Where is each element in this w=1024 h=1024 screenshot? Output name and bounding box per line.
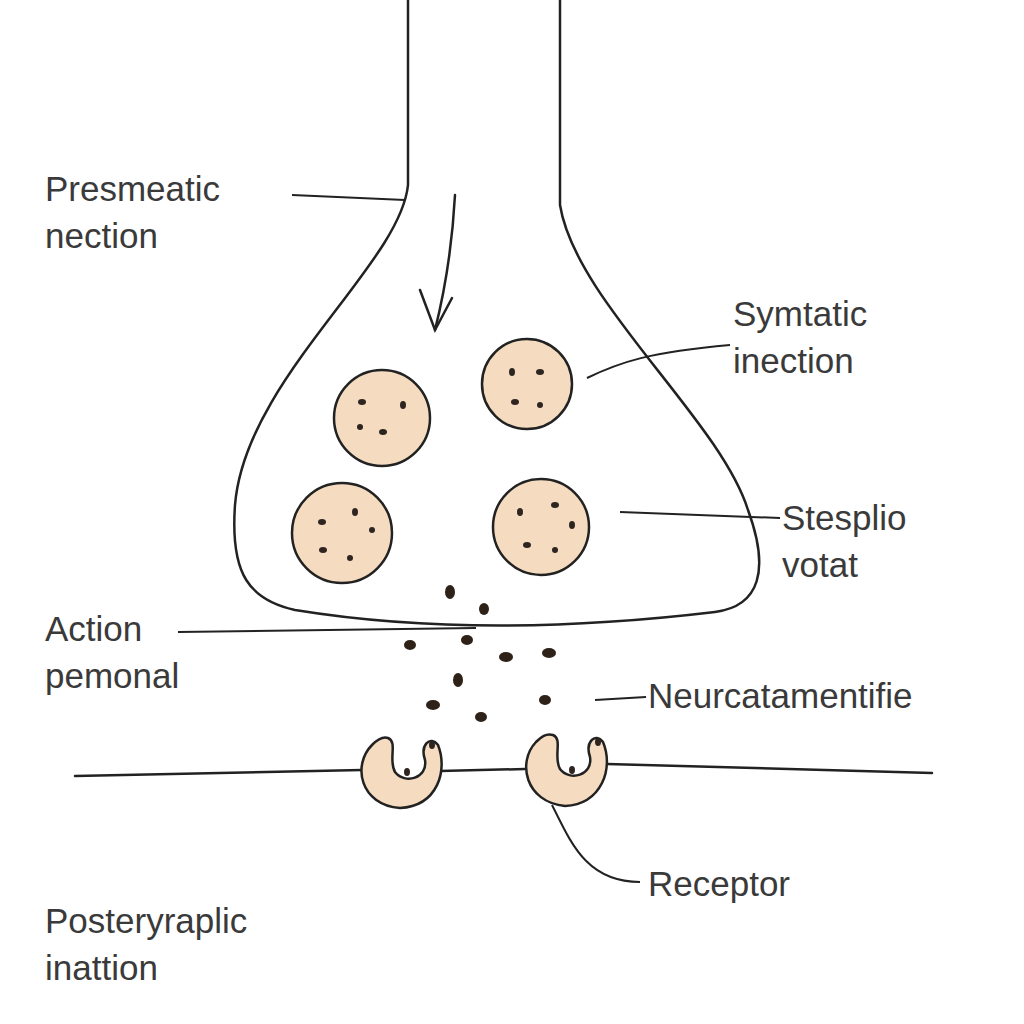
part-label: Neurcatamentifie [648,672,1018,719]
postsynaptic-membrane [75,764,932,776]
neurotransmitter-molecules [404,585,556,722]
part-label: Receptor [648,860,948,907]
part-label: Stesplio votat [782,494,972,588]
vesicle [493,479,589,575]
part-label: Presmeatic nection [45,165,295,259]
flow-arrow-head [420,290,452,330]
part-label: Symtatic inection [733,290,943,384]
vesicle [334,370,430,466]
vesicle [482,339,572,429]
receptor [526,734,607,806]
terminal-outline [234,0,759,626]
part-label: Posteryraplic inattion [45,897,335,991]
vesicle [292,483,392,583]
receptor [361,737,441,808]
part-label: Action pemonal [45,605,245,699]
leader-lines [178,195,780,882]
